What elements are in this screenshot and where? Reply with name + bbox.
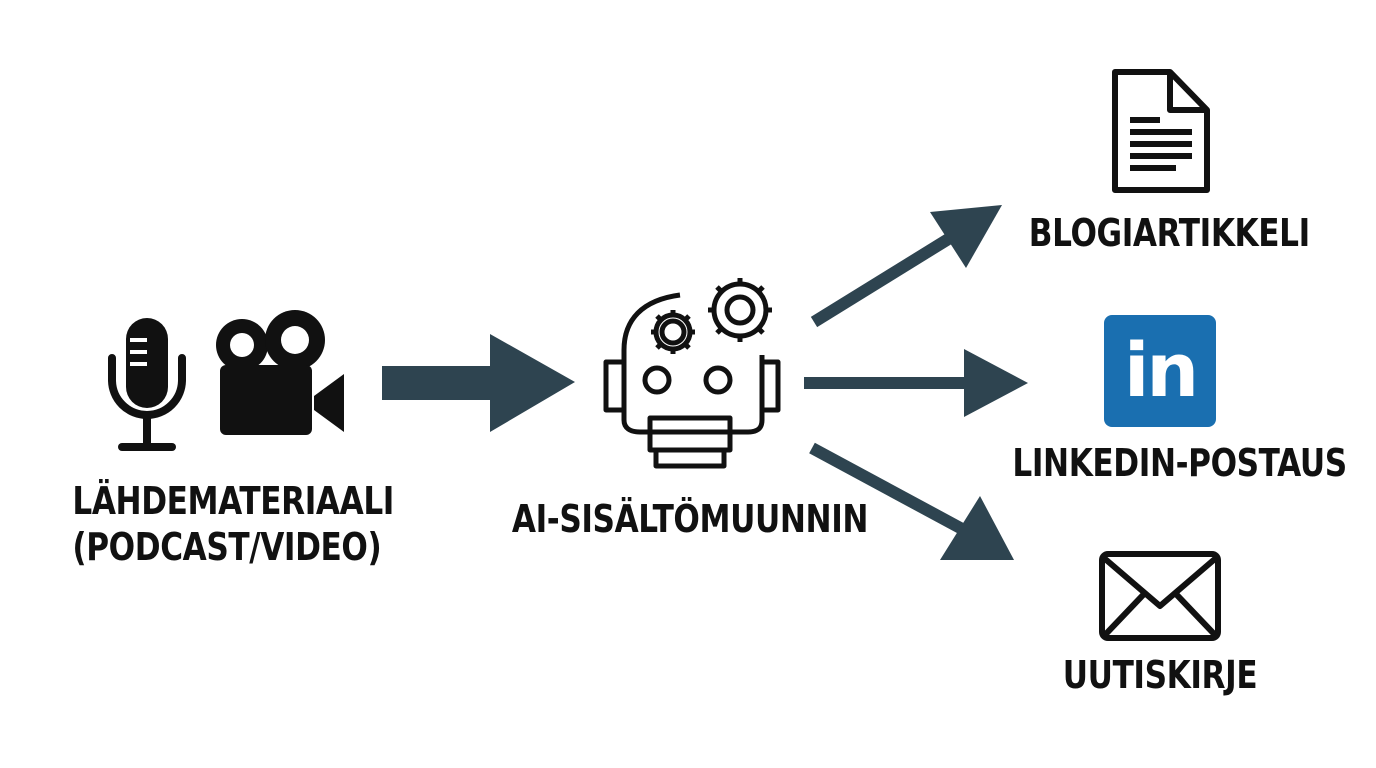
source-title-line2: (PODCAST/VIDEO) (72, 525, 382, 569)
arrow-ai-to-newsletter (809, 442, 1014, 560)
arrow-ai-to-linkedin (804, 349, 1028, 417)
arrow-ai-to-blog (810, 205, 1002, 328)
source-title-line1: LÄHDEMATERIAALI (72, 479, 394, 523)
output-label-linkedin: LINKEDIN-POSTAUS (1012, 441, 1347, 485)
document-icon (1112, 69, 1210, 193)
microphone-icon (108, 318, 186, 451)
output-label-blog: BLOGIARTIKKELI (1028, 211, 1310, 255)
linkedin-logo-icon: in (1104, 315, 1216, 427)
envelope-icon (1099, 551, 1221, 641)
video-camera-icon (216, 310, 344, 435)
output-label-newsletter: UUTISKIRJE (1062, 653, 1258, 697)
processor-label: AI-SISÄLTÖMUUNNIN (511, 497, 869, 541)
robot-head-gears-icon (603, 278, 781, 469)
source-label: LÄHDEMATERIAALI (PODCAST/VIDEO) (72, 478, 394, 570)
arrow-source-to-ai (382, 334, 575, 432)
linkedin-logo-text: in (1123, 328, 1199, 414)
